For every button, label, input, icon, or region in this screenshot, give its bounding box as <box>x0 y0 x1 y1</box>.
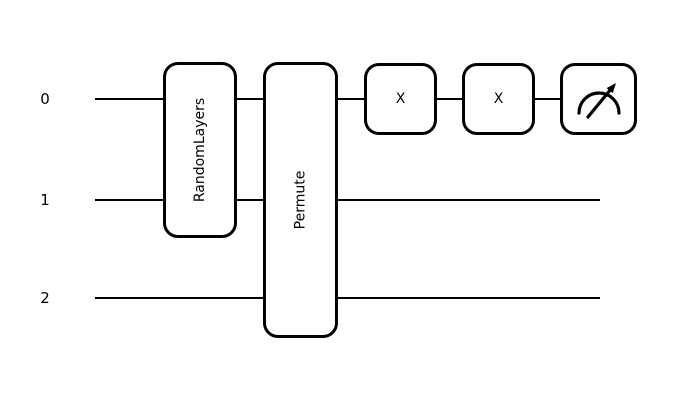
gate-measurement <box>560 63 637 135</box>
wire-label-0: 0 <box>40 90 50 108</box>
gate-x-1: X <box>364 63 437 135</box>
wire-label-1: 1 <box>40 191 50 209</box>
gate-randomlayers: RandomLayers <box>163 62 237 238</box>
measure-icon <box>576 83 621 119</box>
gate-permute: Permute <box>263 62 338 338</box>
gate-permute-label: Permute <box>292 170 309 230</box>
gate-x-2: X <box>462 63 535 135</box>
gate-x-1-label: X <box>395 91 406 107</box>
wire-label-2: 2 <box>40 289 50 307</box>
gate-randomlayers-label: RandomLayers <box>192 97 209 203</box>
gate-x-2-label: X <box>493 91 504 107</box>
